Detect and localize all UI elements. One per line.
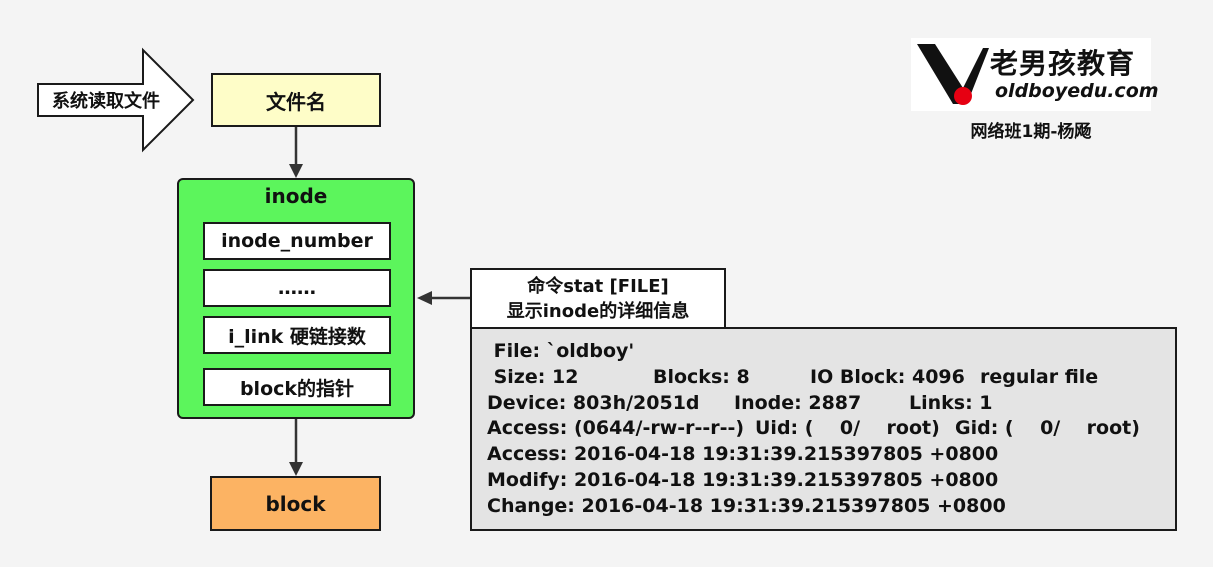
- stat-line-device: Device: 803h/2051d Inode: 2887 Links: 1: [487, 391, 1175, 417]
- stat-line-access-perm: Access: (0644/-rw-r--r--) Uid: ( 0/ root)…: [487, 416, 1175, 442]
- read-file-label: 系统读取文件: [52, 91, 160, 112]
- stat-inode: Inode: 2887: [734, 391, 862, 414]
- stat-gid: Gid: ( 0/ root): [955, 417, 1140, 440]
- stat-file-type: regular file: [980, 365, 1099, 388]
- stat-uid: Uid: ( 0/ root): [755, 417, 940, 440]
- stat-command-description: 显示inode的详细信息: [506, 300, 690, 322]
- stat-links: Links: 1: [909, 391, 993, 414]
- stat-file: File: `oldboy': [487, 340, 635, 362]
- block-box: block: [210, 476, 381, 531]
- inode-title: inode: [264, 184, 328, 208]
- stat-device: Device: 803h/2051d: [487, 391, 700, 414]
- stat-line-access-time: Access: 2016-04-18 19:31:39.215397805 +0…: [487, 442, 1175, 468]
- read-file-arrow: [37, 47, 195, 153]
- logo-caption: 网络班1期-杨飏: [970, 122, 1092, 142]
- inode-container: inode inode_number …… i_link 硬链接数 block的…: [177, 178, 415, 419]
- stat-io-block: IO Block: 4096: [810, 365, 965, 388]
- inode-field-link-count: i_link 硬链接数: [203, 316, 391, 354]
- stat-size: Size: 12: [487, 365, 579, 388]
- filename-to-inode-arrowhead: [289, 164, 303, 178]
- oldboy-logo: 老男孩教育 oldboyedu.com: [911, 38, 1159, 111]
- stat-blocks: Blocks: 8: [653, 365, 750, 388]
- stat-modify-time: Modify: 2016-04-18 19:31:39.215397805 +0…: [487, 468, 999, 491]
- stat-line-file: File: `oldboy': [487, 339, 1175, 365]
- filename-box: 文件名: [211, 73, 381, 127]
- logo-domain: oldboyedu.com: [995, 80, 1159, 102]
- stat-change-time: Change: 2016-04-18 19:31:39.215397805 +0…: [487, 494, 1006, 517]
- command-to-inode-arrowhead: [417, 291, 432, 305]
- logo-chinese-name: 老男孩教育: [990, 47, 1136, 80]
- v-mark-icon: [917, 44, 989, 105]
- stat-access-time: Access: 2016-04-18 19:31:39.215397805 +0…: [487, 443, 999, 466]
- stat-command-line: 命令stat [FILE]: [527, 275, 669, 297]
- inode-field-block-pointer: block的指针: [203, 368, 391, 406]
- inode-field-number: inode_number: [203, 222, 391, 260]
- stat-line-size: Size: 12 Blocks: 8 IO Block: 4096 regular f…: [487, 365, 1175, 391]
- inode-field-ellipsis: ……: [203, 269, 391, 307]
- stat-output-panel: File: `oldboy' Size: 12 Blocks: 8 IO Block…: [470, 327, 1177, 531]
- stat-access-perm: Access: (0644/-rw-r--r--): [487, 417, 745, 440]
- stat-line-change-time: Change: 2016-04-18 19:31:39.215397805 +0…: [487, 494, 1175, 520]
- stat-line-modify-time: Modify: 2016-04-18 19:31:39.215397805 +0…: [487, 468, 1175, 494]
- inode-to-block-arrowhead: [289, 462, 303, 476]
- stat-command-box: 命令stat [FILE] 显示inode的详细信息: [470, 268, 726, 329]
